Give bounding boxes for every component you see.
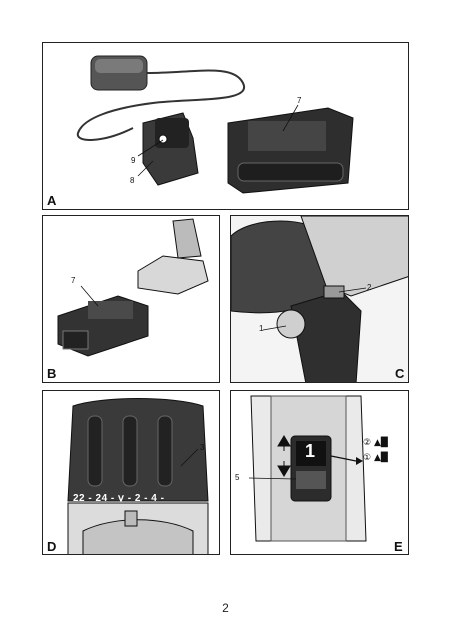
callout-8: 8	[130, 176, 135, 185]
gear-selector-illustration	[248, 395, 367, 542]
page-number: 2	[222, 601, 229, 615]
figure-panel-c: 2 1 C	[230, 215, 409, 383]
battery-insertion-illustration	[57, 218, 209, 357]
figure-panel-e: 1 ② ▲█ ① ▲█ 5 E	[230, 390, 409, 555]
callout-5: 5	[235, 473, 240, 482]
charger-and-battery-illustration	[76, 55, 354, 194]
drill-trigger-illustration	[231, 216, 408, 382]
panel-label: B	[47, 366, 57, 381]
low-speed-screw-icon: ▲█	[373, 453, 388, 463]
figure-panel-b: 7 B	[42, 215, 220, 383]
panel-label: A	[47, 193, 57, 208]
callout-3: 3	[200, 443, 205, 452]
torque-collar-illustration	[67, 398, 209, 554]
panel-label: E	[394, 539, 403, 554]
callout-9: 9	[131, 156, 136, 165]
torque-scale: 22 - 24 - ⅴ - 2 - 4 -	[73, 493, 165, 504]
figure-panel-a: 7 9 8 A	[42, 42, 409, 210]
callout-1: 1	[259, 324, 264, 333]
callout-7: 7	[71, 276, 76, 285]
gear-1-number: ①	[363, 453, 372, 463]
gear-2-label: ② ▲█	[363, 438, 388, 448]
figure-panel-d: 22 - 24 - ⅴ - 2 - 4 - 3 D	[42, 390, 220, 555]
panel-label: C	[395, 366, 405, 381]
gear-1-label: ① ▲█	[363, 453, 388, 463]
callout-7: 7	[297, 96, 302, 105]
gear-2-number: ②	[363, 438, 372, 448]
callout-2: 2	[367, 283, 372, 292]
high-speed-drill-icon: ▲█	[373, 438, 388, 448]
panel-label: D	[47, 539, 57, 554]
switch-number: 1	[305, 441, 316, 461]
